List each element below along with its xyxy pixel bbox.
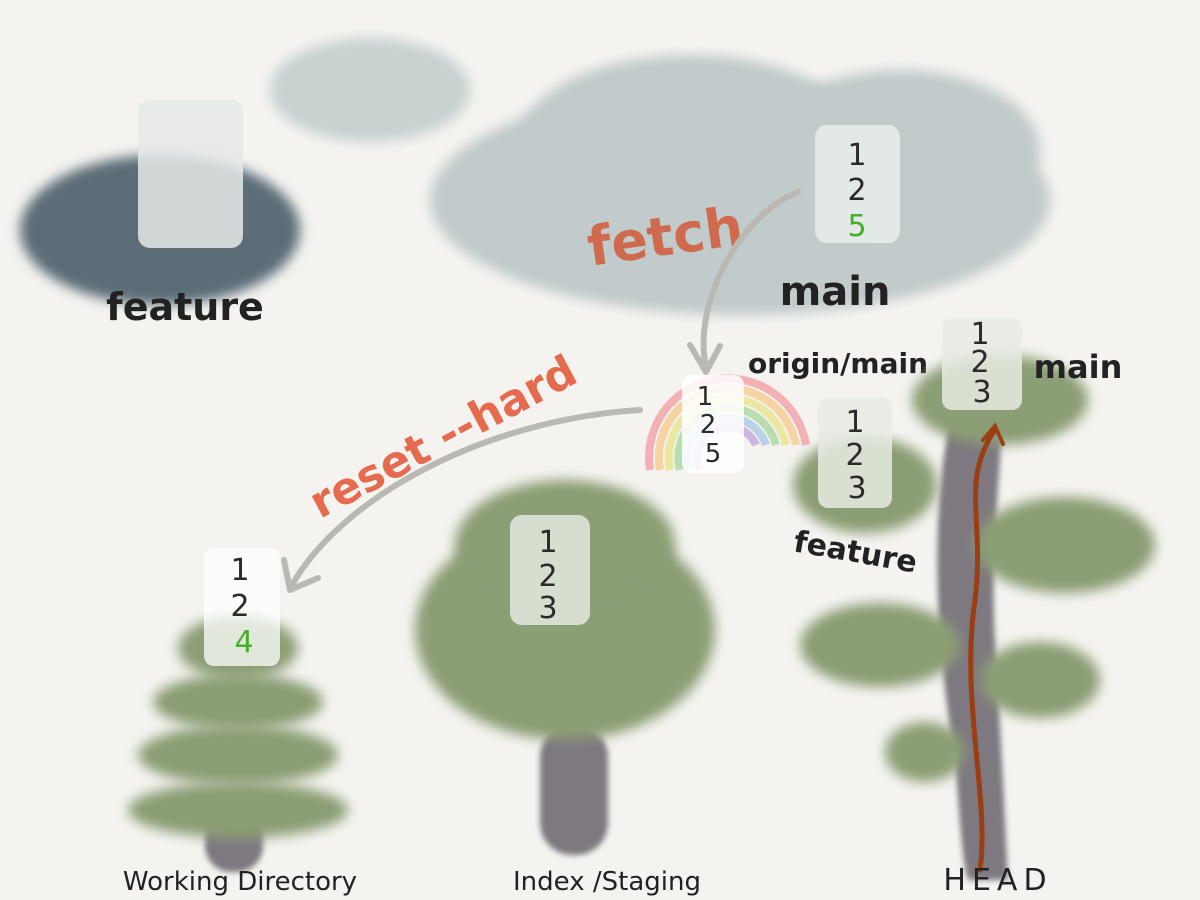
origin-main-commit-card	[682, 375, 744, 473]
commit-1: 1	[845, 405, 864, 440]
commit-modified: 4	[234, 625, 253, 660]
head-feature-commit-card	[818, 398, 892, 508]
reset-arrowhead	[281, 557, 321, 593]
remote-main-label: main	[780, 269, 891, 315]
commit-new: 5	[705, 439, 722, 469]
remote-main-cloud: 1 2 5 main	[430, 55, 1050, 315]
commit-2: 2	[970, 345, 989, 380]
remote-feature-label: feature	[106, 285, 264, 329]
commit-1: 1	[538, 525, 557, 560]
head-tree: 1 2 3 main 1 2 3 feature	[791, 317, 1155, 880]
main-commit-card	[815, 125, 900, 243]
fetch-arrowhead	[687, 342, 723, 375]
commit-2: 2	[230, 589, 249, 624]
commit-3: 3	[972, 375, 991, 410]
feature-commit-card	[138, 100, 243, 248]
commit-1: 1	[697, 382, 714, 412]
index-staging-label: Index /Staging	[513, 867, 701, 897]
head-arrowhead	[981, 422, 1005, 446]
head-arrow	[968, 427, 998, 873]
head-main-commit-card	[942, 318, 1022, 410]
commit-2: 2	[845, 438, 864, 473]
commit-1: 1	[847, 138, 866, 173]
head-label: HEAD	[943, 863, 1052, 898]
commit-2: 2	[700, 410, 717, 440]
commit-3: 3	[538, 591, 557, 626]
working-directory-label: Working Directory	[123, 867, 357, 897]
commit-1: 1	[970, 317, 989, 352]
fetch-arrow	[700, 189, 801, 365]
origin-main-label: origin/main	[748, 347, 928, 380]
reset-arrow	[289, 407, 643, 588]
commit-2: 2	[847, 173, 866, 208]
remote-feature-cloud: feature	[20, 100, 300, 329]
commit-1: 1	[230, 553, 249, 588]
commit-2: 2	[538, 559, 557, 594]
working-commit-card	[204, 548, 280, 666]
light-cloud-small	[270, 38, 470, 142]
commit-3: 3	[847, 471, 866, 506]
index-commit-card	[510, 515, 590, 625]
index-tree: 1 2 3	[415, 480, 715, 855]
head-main-label: main	[1034, 348, 1123, 386]
commit-new: 5	[847, 209, 866, 244]
head-feature-label: feature	[791, 524, 920, 580]
origin-main-rainbow: 1 2 5 origin/main	[645, 347, 928, 473]
working-tree: 1 2 4	[128, 548, 348, 872]
index-trunk	[540, 725, 608, 855]
